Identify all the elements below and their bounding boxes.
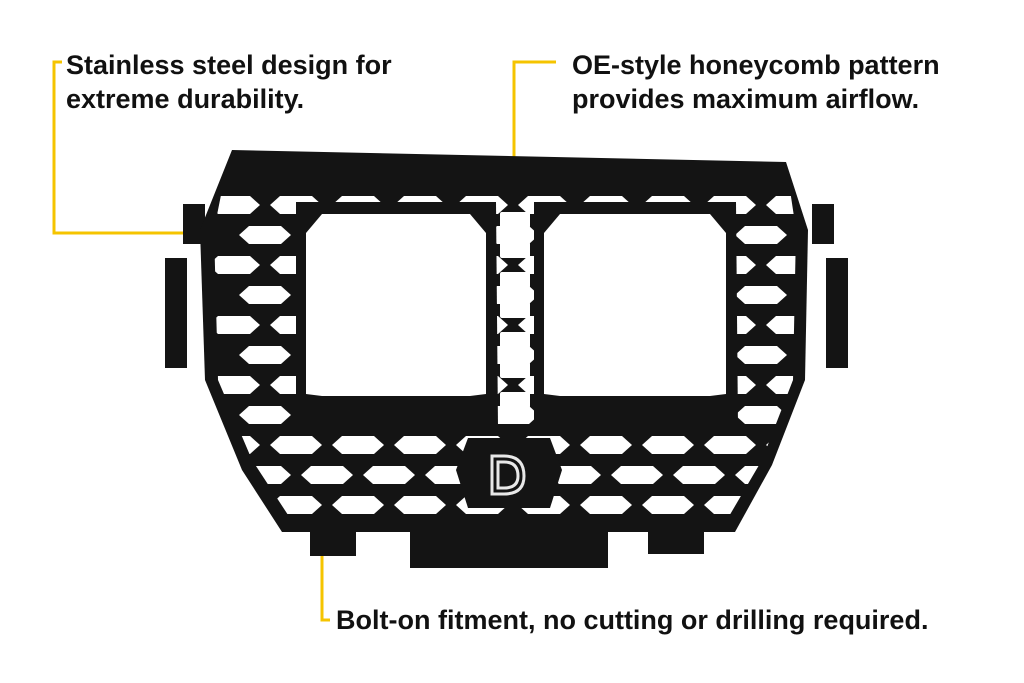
honeycomb-cell xyxy=(332,436,384,454)
honeycomb-cell xyxy=(270,496,322,514)
honeycomb-cell xyxy=(487,286,539,304)
fitment-callout-line-1: Bolt-on fitment, no cutting or drilling … xyxy=(336,605,929,635)
grille-bottom-bracket-left xyxy=(310,528,356,556)
honeycomb-cell xyxy=(214,316,260,334)
honeycomb-cell xyxy=(239,226,291,244)
honeycomb-cell xyxy=(766,196,796,214)
honeycomb-cell xyxy=(797,226,849,244)
honeycomb-cell xyxy=(735,346,787,364)
honeycomb-cell xyxy=(239,526,291,544)
honeycomb-cell xyxy=(704,436,756,454)
honeycomb-cell xyxy=(425,526,477,544)
honeycomb-cell xyxy=(766,316,796,334)
honeycomb-cell xyxy=(214,496,260,514)
honeycomb-cell xyxy=(549,466,601,484)
honeycomb-cell xyxy=(673,526,725,544)
durability-callout: Stainless steel design for extreme durab… xyxy=(66,48,392,116)
honeycomb-cell xyxy=(828,496,880,514)
honeycomb-cell xyxy=(828,436,880,454)
honeycomb-cell xyxy=(797,346,849,364)
honeycomb-cell xyxy=(766,376,796,394)
honeycomb-cell xyxy=(735,526,787,544)
honeycomb-cell xyxy=(735,286,787,304)
durability-callout-line-1: Stainless steel design for xyxy=(66,50,392,80)
honeycomb-cell xyxy=(859,286,911,304)
honeycomb-cell xyxy=(766,436,796,454)
honeycomb-callout: OE-style honeycomb pattern provides maxi… xyxy=(572,48,940,116)
honeycomb-cell xyxy=(735,466,787,484)
honeycomb-cell xyxy=(239,346,291,364)
durability-leader xyxy=(52,60,200,235)
honeycomb-callout-line-2: provides maximum airflow. xyxy=(572,84,920,114)
honeycomb-cell xyxy=(549,526,601,544)
honeycomb-cell xyxy=(301,466,353,484)
grille-bottom-bracket-right xyxy=(648,528,704,554)
honeycomb-callout-line-1: OE-style honeycomb pattern xyxy=(572,50,940,80)
honeycomb-cell xyxy=(214,376,260,394)
honeycomb-cell xyxy=(797,466,849,484)
honeycomb-cell xyxy=(859,526,911,544)
grille-right-tab xyxy=(812,204,834,244)
honeycomb-cell xyxy=(828,256,880,274)
honeycomb-cell xyxy=(214,436,260,454)
honeycomb-cell xyxy=(859,346,911,364)
honeycomb-cell xyxy=(363,466,415,484)
brand-logo xyxy=(490,454,526,496)
honeycomb-cell xyxy=(766,256,796,274)
fitment-callout: Bolt-on fitment, no cutting or drilling … xyxy=(336,603,928,637)
honeycomb-cell xyxy=(859,466,911,484)
grille-left-tab xyxy=(183,204,205,244)
honeycomb-cell xyxy=(363,526,415,544)
honeycomb-cell xyxy=(704,496,756,514)
honeycomb-cell xyxy=(766,496,796,514)
durability-callout-line-2: extreme durability. xyxy=(66,84,305,114)
honeycomb-cell xyxy=(611,526,663,544)
honeycomb-cell xyxy=(394,436,446,454)
honeycomb-cell xyxy=(828,196,880,214)
honeycomb-cell xyxy=(859,406,911,424)
honeycomb-cell xyxy=(270,436,322,454)
grille-bottom-bracket-mid xyxy=(410,528,608,568)
honeycomb-cell xyxy=(301,526,353,544)
honeycomb-cell xyxy=(642,496,694,514)
grille-right-side-bar xyxy=(826,258,848,368)
honeycomb-cell xyxy=(580,436,632,454)
honeycomb-cell xyxy=(239,406,291,424)
honeycomb-cell xyxy=(673,466,725,484)
honeycomb-cell xyxy=(797,286,849,304)
honeycomb-cell xyxy=(487,406,539,424)
honeycomb-cell xyxy=(642,436,694,454)
honeycomb-cell xyxy=(239,466,291,484)
honeycomb-cell xyxy=(859,226,911,244)
honeycomb-cell xyxy=(828,316,880,334)
fitment-leader xyxy=(320,552,330,622)
honeycomb-cell xyxy=(239,286,291,304)
honeycomb-cell xyxy=(214,256,260,274)
honeycomb-cell xyxy=(487,346,539,364)
honeycomb-cell xyxy=(487,526,539,544)
honeycomb-cell xyxy=(735,226,787,244)
honeycomb-cell xyxy=(797,406,849,424)
honeycomb-cell xyxy=(580,496,632,514)
honeycomb-cell xyxy=(828,376,880,394)
grille-left-side-bar xyxy=(165,258,187,368)
honeycomb-cell xyxy=(394,496,446,514)
honeycomb-cell xyxy=(611,466,663,484)
honeycomb-cell xyxy=(797,526,849,544)
honeycomb-cell xyxy=(214,196,260,214)
honeycomb-cell xyxy=(487,226,539,244)
honeycomb-cell xyxy=(735,406,787,424)
honeycomb-cell xyxy=(332,496,384,514)
